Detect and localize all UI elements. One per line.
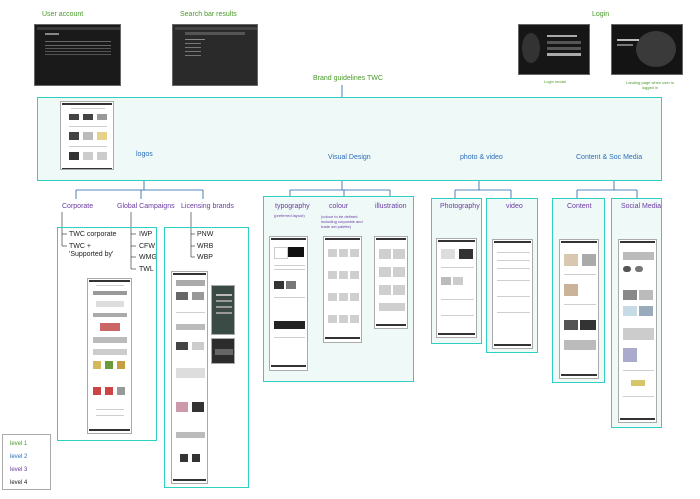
wbp-label: WBP — [197, 254, 213, 261]
typography-note: (preferred layout) — [274, 213, 305, 218]
twc-supported-label: TWC + 'Supported by' — [69, 243, 114, 258]
logos-page-thumbnail[interactable] — [87, 278, 132, 434]
corporate-campaigns-box — [57, 227, 157, 441]
corporate-label: Corporate — [62, 203, 94, 210]
landing-page-thumbnail[interactable] — [611, 24, 683, 75]
iwp-label: IWP — [139, 231, 153, 238]
landing-page-caption: Landing page when user is logged in — [626, 80, 674, 90]
colour-label: colour — [329, 203, 349, 210]
logos-label: logos — [136, 151, 153, 158]
photo-video-label: photo & video — [460, 154, 503, 161]
licensing-brands-label: Licensing brands — [181, 203, 234, 210]
login-modal-thumbnail[interactable] — [518, 24, 590, 75]
colour-thumbnail[interactable] — [323, 236, 362, 343]
social-media-thumbnail[interactable] — [618, 239, 657, 423]
legend-level3: level 3 — [10, 467, 28, 473]
video-thumbnail[interactable] — [492, 239, 533, 349]
typography-thumbnail[interactable] — [269, 236, 308, 371]
photography-box — [431, 198, 482, 344]
content-soc-media-label: Content & Soc Media — [576, 154, 643, 161]
illustration-thumbnail[interactable] — [374, 236, 408, 329]
wrb-label: WRB — [197, 243, 214, 250]
licensing-form-thumbnail[interactable] — [211, 285, 235, 335]
visual-design-label: Visual Design — [328, 154, 371, 161]
legend-level1: level 1 — [10, 441, 28, 447]
licensing-dark-thumbnail[interactable] — [211, 338, 235, 364]
content-label: Content — [567, 203, 592, 210]
pnw-label: PNW — [197, 231, 214, 238]
legend: level 1 level 2 level 3 level 4 — [2, 434, 51, 490]
login-label: Login — [592, 11, 610, 18]
root-node-label: Brand guidelines TWC — [313, 75, 383, 82]
licensing-page-thumbnail[interactable] — [171, 271, 208, 484]
colour-note: (colour to be defined including corporat… — [321, 214, 363, 229]
brand-home-thumbnail[interactable] — [60, 101, 114, 170]
search-results-thumbnail[interactable] — [172, 24, 258, 86]
twc-corporate-label: TWC corporate — [69, 231, 117, 238]
content-thumbnail[interactable] — [559, 239, 599, 379]
global-campaigns-label: Global Campaigns — [117, 203, 175, 210]
photography-thumbnail[interactable] — [436, 238, 477, 338]
legend-level4: level 4 — [10, 480, 28, 486]
search-results-label: Search bar results — [180, 11, 237, 18]
video-label: video — [506, 203, 523, 210]
photography-label: Photography — [440, 203, 480, 210]
licensing-box — [164, 227, 249, 488]
login-modal-caption: Login modal — [544, 79, 566, 84]
content-box — [552, 198, 605, 383]
cfw-label: CFW — [139, 243, 155, 250]
illustration-label: illustration — [375, 203, 407, 210]
wmg-label: WMG — [139, 254, 157, 261]
twl-label: TWL — [139, 266, 154, 273]
level2-container — [37, 97, 662, 181]
social-media-label: Social Media — [621, 203, 662, 210]
social-media-box — [611, 198, 662, 428]
legend-level2: level 2 — [10, 454, 28, 460]
typography-label: typography — [275, 203, 310, 210]
user-account-label: User account — [42, 11, 84, 18]
video-box — [486, 198, 538, 353]
user-account-thumbnail[interactable] — [34, 24, 121, 86]
